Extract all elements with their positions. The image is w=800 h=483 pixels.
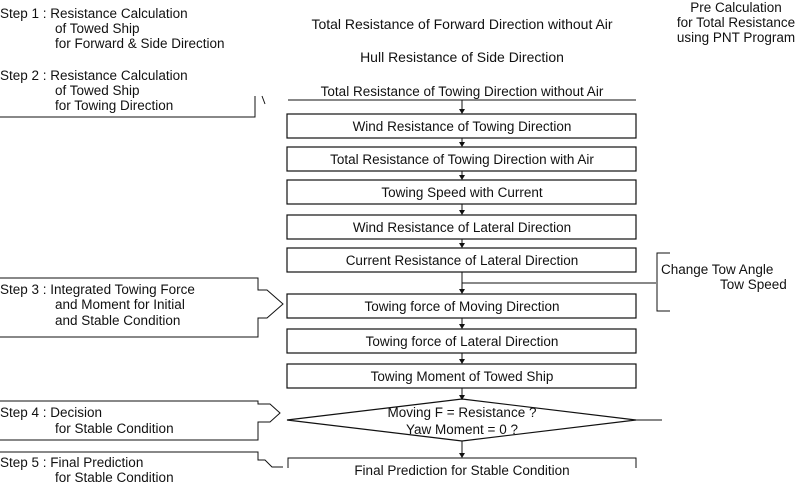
arrowhead-4-5 — [459, 243, 465, 248]
box-6-frame — [286, 293, 637, 319]
loop-label-2: Tow Speed — [720, 277, 787, 292]
process-box-wind-towing: Wind Resistance of Towing Direction — [286, 113, 637, 139]
box-1-frame — [286, 113, 637, 139]
process-box-towing-moment: Towing Moment of Towed Ship — [286, 363, 637, 389]
step-3-line-1: Step 3 : Integrated Towing Force — [0, 282, 195, 297]
box-8-frame — [286, 363, 637, 389]
step-2-bracket-tick — [261, 95, 266, 105]
box-3-frame — [286, 179, 637, 205]
pre-calc-line-2: for Total Resistance — [677, 15, 795, 30]
step-2-line-3: for Towing Direction — [55, 98, 173, 113]
heading-forward-resistance: Total Resistance of Forward Direction wi… — [311, 16, 612, 32]
final-prediction-box: Final Prediction for Stable Condition — [287, 457, 637, 478]
box-3-label: Towing Speed with Current — [381, 185, 543, 200]
feedback-loop-bracket — [656, 252, 670, 312]
process-box-towing-speed: Towing Speed with Current — [286, 179, 637, 205]
process-box-towing-force-lateral: Towing force of Lateral Direction — [286, 328, 637, 354]
box-4-frame — [286, 214, 637, 240]
final-box-label: Final Prediction for Stable Condition — [354, 463, 569, 478]
arrowhead-6-7 — [459, 324, 465, 329]
box-0-label: Total Resistance of Towing Direction wit… — [321, 84, 604, 99]
loop-label-1: Change Tow Angle — [661, 262, 773, 277]
step-1-line-2: of Towed Ship — [55, 21, 140, 36]
arrowhead-2-3 — [459, 175, 465, 180]
feedback-loop-line — [462, 282, 662, 421]
process-box-current-lateral: Current Resistance of Lateral Direction — [286, 247, 637, 273]
box-1-label: Wind Resistance of Towing Direction — [353, 119, 572, 134]
step-4-line-1: Step 4 : Decision — [0, 405, 102, 420]
box-8-label: Towing Moment of Towed Ship — [371, 369, 554, 384]
box-5-label: Current Resistance of Lateral Direction — [346, 253, 579, 268]
box-7-frame — [286, 328, 637, 354]
arrowhead-8-decision — [459, 395, 465, 400]
step-3-bracket-arrow — [0, 277, 284, 338]
process-box-towing-force-moving: Towing force of Moving Direction — [286, 293, 637, 319]
decision-line-2: Yaw Moment = 0 ? — [406, 422, 518, 437]
step-1-line-3: for Forward & Side Direction — [55, 36, 225, 51]
pre-calc-line-1: Pre Calculation — [690, 0, 782, 15]
step-2-line-2: of Towed Ship — [55, 83, 140, 98]
process-box-total-with-air: Total Resistance of Towing Direction wit… — [286, 146, 637, 172]
step-5-bracket-arrow — [0, 451, 283, 468]
step-5-line-1: Step 5 : Final Prediction — [0, 455, 143, 470]
step-1-label: Step 1 : Resistance Calculation of Towed… — [0, 6, 225, 51]
arrowhead-decision-final — [459, 453, 465, 458]
decision-diamond: Moving F = Resistance ? Yaw Moment = 0 ? — [286, 398, 637, 442]
box-6-label: Towing force of Moving Direction — [364, 299, 559, 314]
step-5-label: Step 5 : Final Prediction for Stable Con… — [0, 455, 174, 483]
arrowhead-1-2 — [459, 142, 465, 147]
step-5-line-2: for Stable Condition — [55, 470, 174, 483]
step-2-bracket — [0, 96, 256, 118]
heading-hull-side-resistance: Hull Resistance of Side Direction — [360, 49, 564, 65]
pre-calculation-note: Pre Calculation for Total Resistance usi… — [677, 0, 795, 45]
decision-line-1: Moving F = Resistance ? — [388, 405, 537, 420]
step-3-label: Step 3 : Integrated Towing Force and Mom… — [0, 282, 195, 328]
connectors — [459, 100, 465, 458]
step-3-line-3: and Stable Condition — [55, 313, 180, 328]
box-4-label: Wind Resistance of Lateral Direction — [353, 220, 571, 235]
process-box-wind-lateral: Wind Resistance of Lateral Direction — [286, 214, 637, 240]
arrowhead-7-8 — [459, 359, 465, 364]
arrowhead-0-1 — [459, 109, 465, 114]
arrowhead-5-6 — [459, 289, 465, 294]
step-4-line-2: for Stable Condition — [55, 421, 174, 436]
arrowhead-3-4 — [459, 210, 465, 215]
box-5-frame — [286, 247, 637, 273]
step-2-label: Step 2 : Resistance Calculation of Towed… — [0, 68, 188, 113]
step-1-line-1: Step 1 : Resistance Calculation — [0, 6, 188, 21]
pre-calc-line-3: using PNT Program — [677, 30, 795, 45]
step-2-line-1: Step 2 : Resistance Calculation — [0, 68, 188, 83]
box-2-label: Total Resistance of Towing Direction wit… — [330, 152, 594, 167]
step-4-label: Step 4 : Decision for Stable Condition — [0, 405, 174, 436]
step-4-bracket-arrow — [0, 400, 281, 441]
box-7-label: Towing force of Lateral Direction — [366, 334, 559, 349]
step-3-line-2: and Moment for Initial — [55, 297, 185, 312]
